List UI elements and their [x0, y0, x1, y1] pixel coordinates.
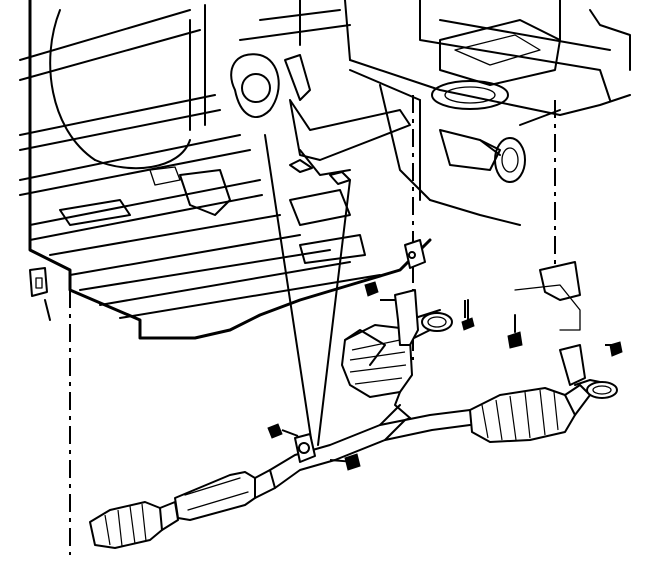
catalytic-converter [89, 501, 179, 549]
leader-lines [264, 134, 351, 446]
spare-tire-well [431, 19, 561, 110]
left-muffler [341, 324, 413, 419]
hanger-bracket-right [514, 261, 586, 386]
right-muffler [469, 384, 591, 443]
right-tailpipe [574, 379, 618, 399]
mounting-bolt [461, 299, 523, 349]
rear-suspension-crossmember [230, 53, 561, 185]
hanger-bracket-left [394, 239, 426, 346]
front-resonator [174, 469, 276, 521]
alignment-lines [69, 95, 618, 555]
retaining-nut [267, 281, 623, 471]
intermediate-pipe [269, 404, 471, 489]
